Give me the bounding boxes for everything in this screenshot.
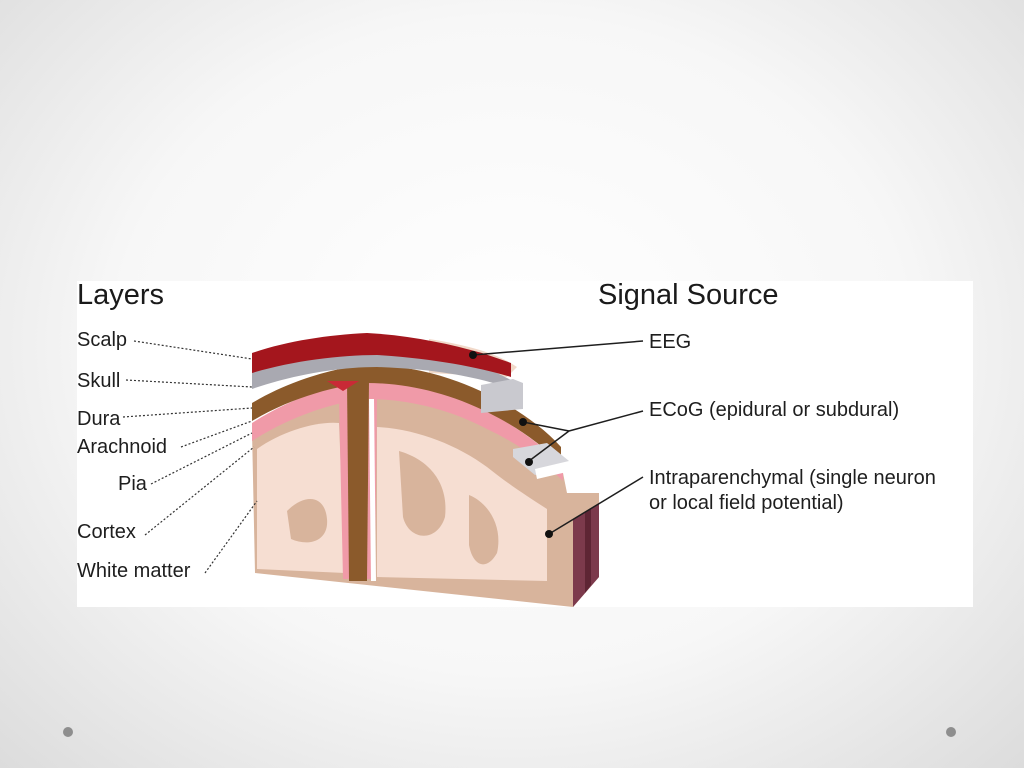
leader-skull xyxy=(125,379,253,388)
white-matter-right-fold xyxy=(399,451,446,536)
dot-intraparenchymal xyxy=(545,530,553,538)
signal-source-heading: Signal Source xyxy=(598,279,779,311)
falx-midline xyxy=(347,381,369,581)
leader-white-matter xyxy=(204,500,258,574)
white-matter-right-fold2 xyxy=(469,495,499,565)
layer-label-arachnoid: Arachnoid xyxy=(77,436,168,458)
arachnoid-pia-band xyxy=(252,381,563,481)
slide-dot-left xyxy=(63,727,73,737)
dot-ecog-epidural xyxy=(519,418,527,426)
layer-label-skull: Skull xyxy=(77,370,121,392)
slide-dot-right xyxy=(946,727,956,737)
pointer-ecog-a xyxy=(522,421,570,432)
dot-ecog-subdural xyxy=(525,458,533,466)
layers-heading: Layers xyxy=(77,279,165,311)
signal-pointer-lines xyxy=(472,340,644,535)
white-matter-left-fold xyxy=(287,499,328,543)
block-side-stripe xyxy=(585,509,591,593)
pointer-ecog-main xyxy=(568,410,644,432)
signal-label-ecog: ECoG (epidural or subdural) xyxy=(649,399,900,421)
sagittal-sinus xyxy=(327,381,359,391)
signal-label-intraparenchymal-1: Intraparenchymal (single neuron xyxy=(649,467,936,489)
pointer-intraparenchymal xyxy=(548,476,644,535)
diagram-panel: Layers Signal Source Scalp Skull Dura Ar… xyxy=(77,279,973,607)
signal-pointer-dots xyxy=(469,351,553,538)
layer-label-pia: Pia xyxy=(118,473,147,495)
dot-eeg xyxy=(469,351,477,359)
midline-white-stripe xyxy=(369,399,376,581)
dura-layer xyxy=(252,365,561,465)
layer-label-white-matter: White matter xyxy=(77,560,191,582)
pointer-ecog-b xyxy=(528,430,570,462)
leader-scalp xyxy=(133,340,253,360)
layer-label-dura: Dura xyxy=(77,408,121,430)
brain-layers-illustration xyxy=(122,333,644,607)
layer-label-cortex: Cortex xyxy=(77,521,136,543)
ecog-electrode-side xyxy=(535,461,571,479)
skull-cut-edge xyxy=(481,379,523,413)
layer-label-scalp: Scalp xyxy=(77,329,128,351)
leader-dura xyxy=(122,407,253,418)
signal-label-intraparenchymal-2: or local field potential) xyxy=(649,492,844,514)
scalp-layer xyxy=(252,333,511,377)
pointer-eeg xyxy=(472,340,644,356)
white-matter-left xyxy=(257,422,345,573)
leader-cortex xyxy=(144,446,255,536)
signal-label-eeg: EEG xyxy=(649,331,692,353)
layer-leader-lines xyxy=(122,340,258,574)
leader-pia xyxy=(150,432,253,485)
leader-arachnoid xyxy=(180,420,253,448)
